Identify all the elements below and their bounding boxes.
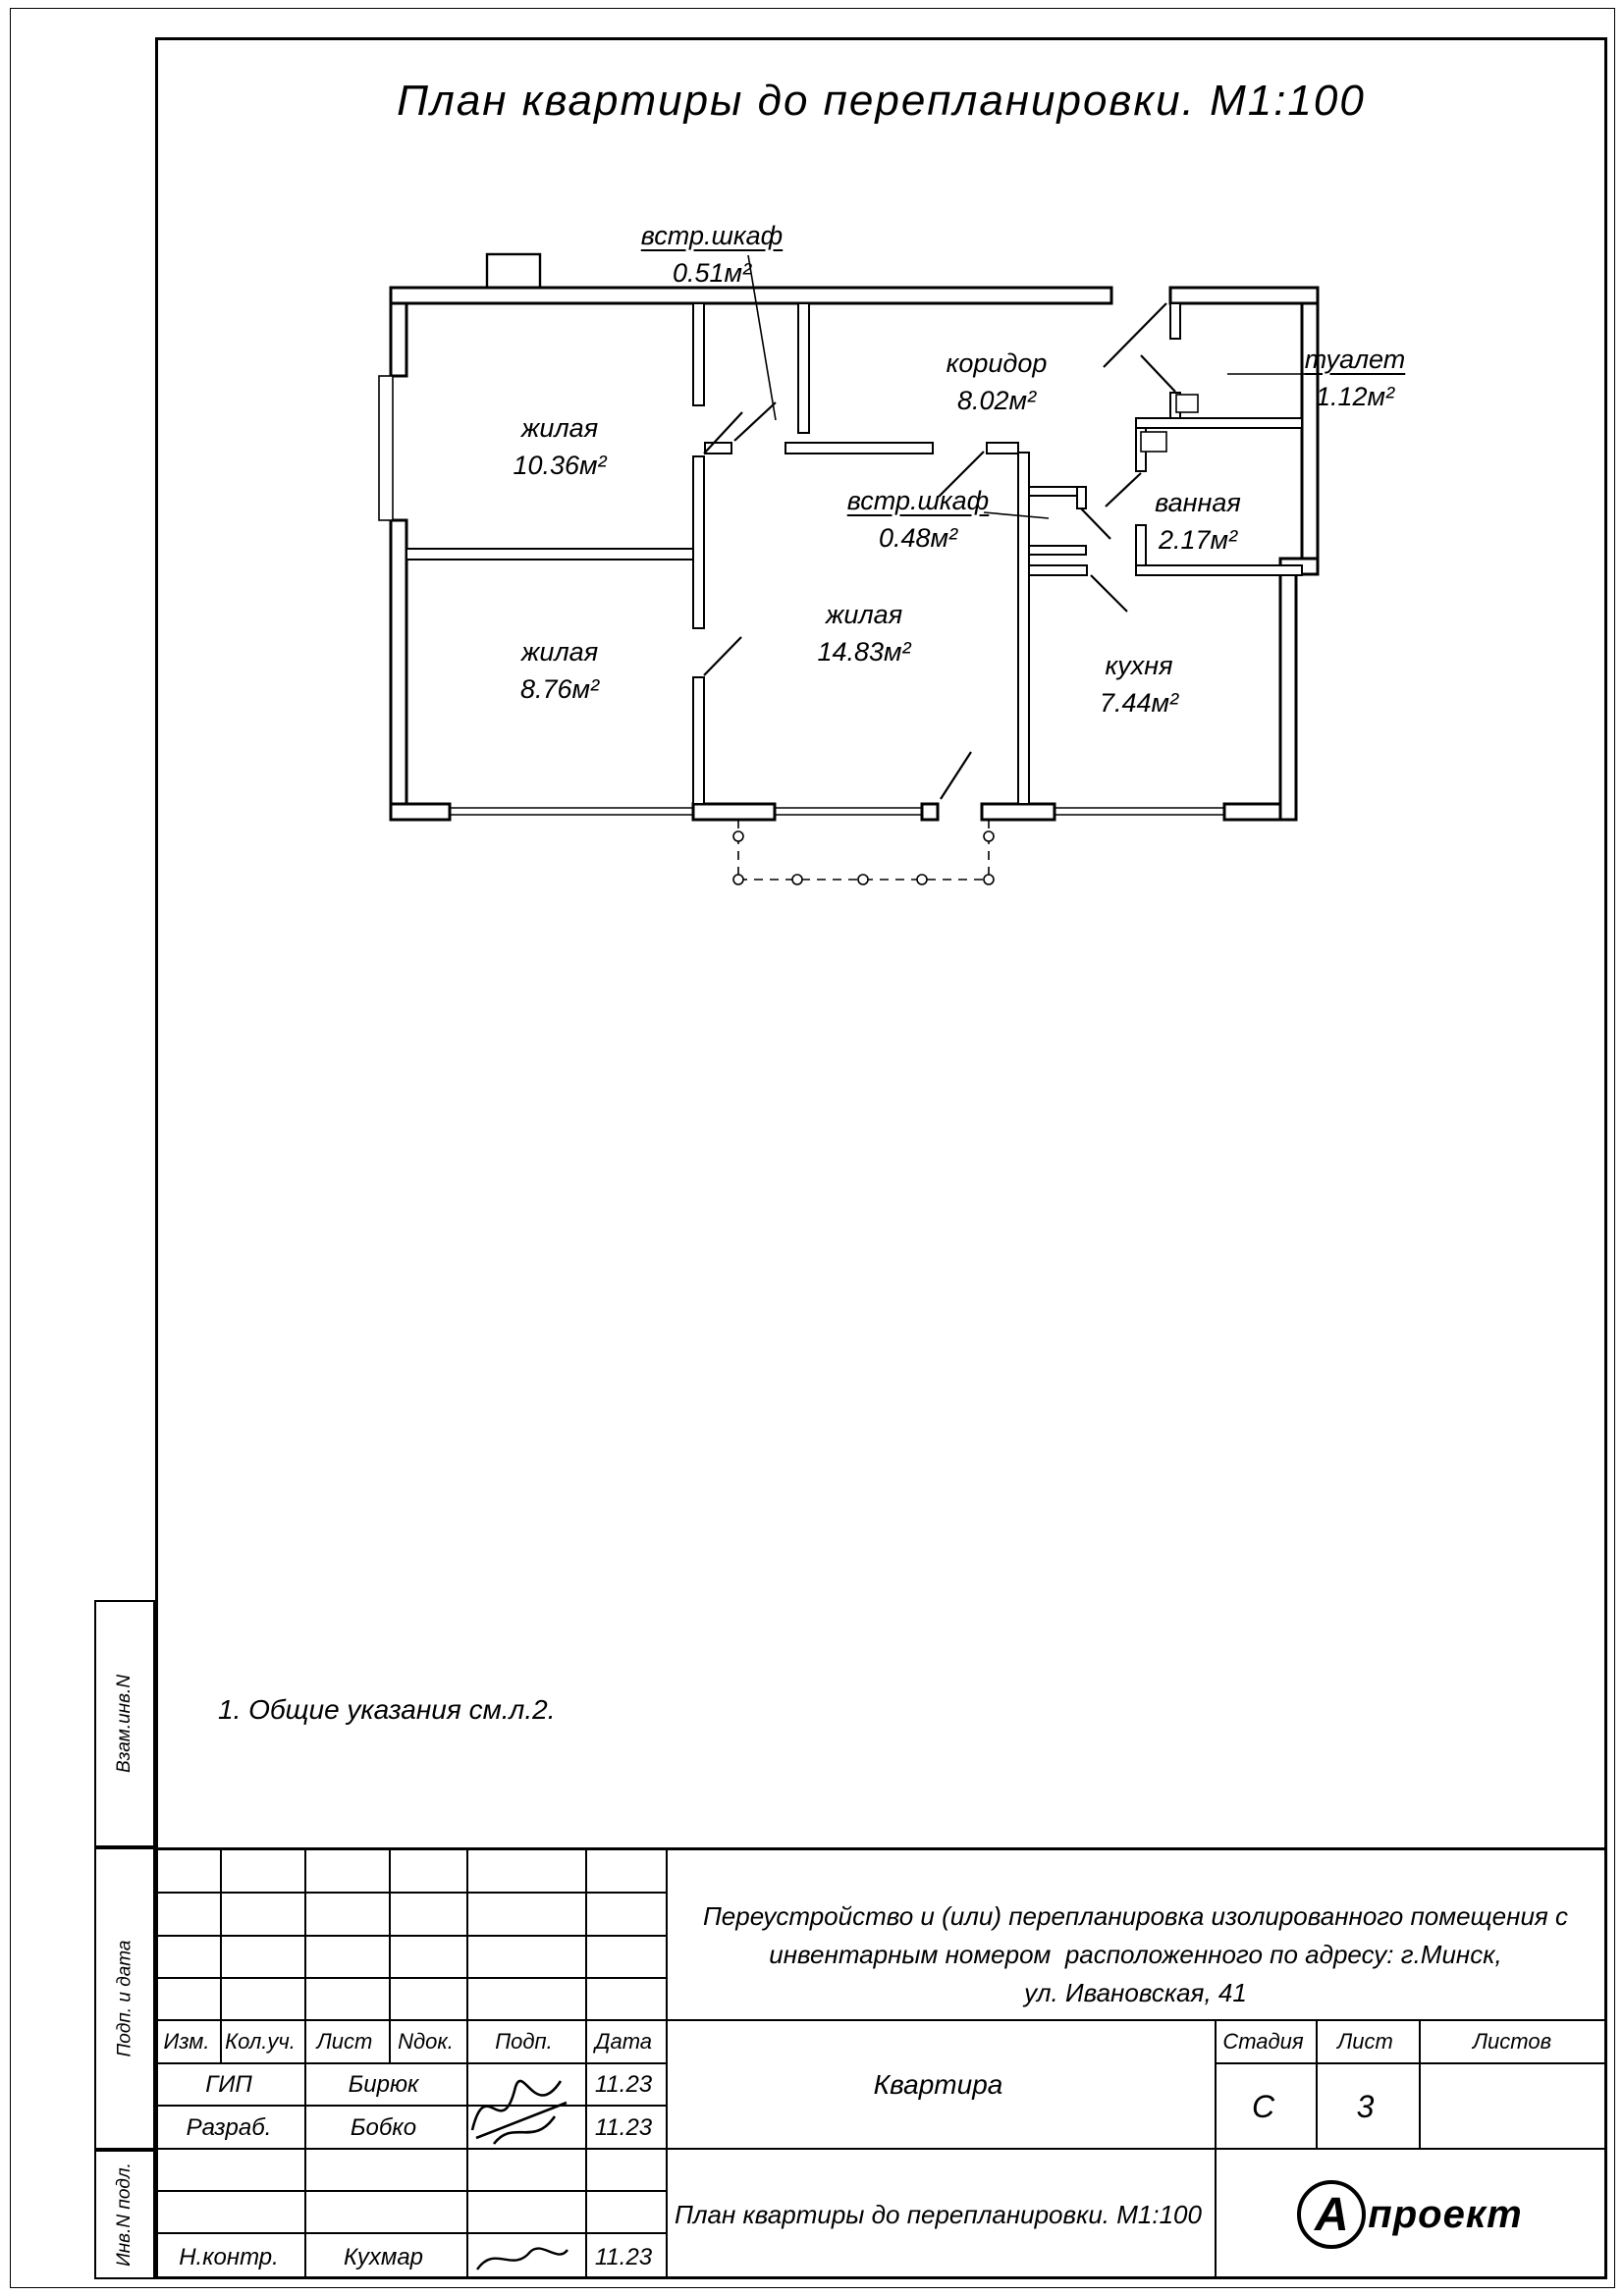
project-description: Переустройство и (или) перепланировка из…	[702, 1901, 1569, 2007]
balcony-railing	[732, 820, 995, 885]
sheet-label: Лист	[1337, 2029, 1393, 2054]
room-label-corridor: коридор 8.02м²	[946, 348, 1048, 415]
outer-border	[10, 8, 1615, 2288]
room-label-closet-048: встр.шкаф 0.48м²	[846, 486, 990, 553]
row-razrab-role: Разраб.	[186, 2114, 272, 2141]
stage-value: С	[1251, 2088, 1275, 2124]
row-nkontr-role: Н.контр.	[179, 2244, 279, 2270]
col-header-list: Лист	[316, 2029, 373, 2054]
col-header-izm: Изм.	[163, 2029, 210, 2054]
sheet-value: 3	[1356, 2088, 1375, 2124]
margin-box-vzam-inv: Взам.инв.N	[94, 1600, 155, 1847]
col-header-koluch: Кол.уч.	[225, 2029, 296, 2054]
room-label-toilet: туалет 1.12м²	[1304, 345, 1406, 411]
room-label-closet-051: встр.шкаф 0.51м²	[640, 221, 784, 288]
row-nkontr-date: 11.23	[594, 2244, 653, 2270]
signature-gip-razrab	[470, 2079, 568, 2145]
margin-box-podp-data: Подп. и дата	[94, 1847, 155, 2150]
margin-box-inv-podl: Инв.N подл.	[94, 2150, 155, 2279]
windows	[378, 375, 1224, 816]
row-nkontr-name: Кухмар	[343, 2244, 424, 2270]
signature-nkontr	[476, 2247, 568, 2270]
room-label-bathroom: ванная 2.17м²	[1155, 488, 1241, 555]
logo-letter-icon: А	[1297, 2180, 1367, 2249]
object-name: Квартира	[873, 2069, 1003, 2100]
room-label-living-1483: жилая 14.83м²	[817, 600, 911, 667]
col-header-ndok: Nдок.	[398, 2029, 454, 2054]
page-title: План квартиры до перепланировки. М1:100	[397, 77, 1366, 125]
interior-walls	[405, 301, 1304, 806]
logo: А проект	[1213, 2150, 1607, 2279]
row-razrab-date: 11.23	[594, 2114, 653, 2141]
title-block	[155, 1847, 1607, 2279]
vent-shafts	[1140, 394, 1199, 453]
exterior-walls	[389, 286, 1320, 822]
row-gip-name: Бирюк	[348, 2071, 419, 2098]
row-razrab-name: Бобко	[350, 2114, 417, 2141]
doc-title: План квартиры до перепланировки. М1:100	[675, 2199, 1202, 2229]
col-header-data: Дата	[594, 2029, 653, 2054]
stage-label: Стадия	[1222, 2029, 1304, 2054]
row-gip-role: ГИП	[205, 2071, 252, 2098]
room-label-living-1036: жилая 10.36м²	[513, 413, 607, 480]
room-label-living-876: жилая 8.76м²	[519, 637, 600, 704]
general-note: 1. Общие указания см.л.2.	[218, 1694, 556, 1725]
row-gip-date: 11.23	[594, 2071, 653, 2098]
sheets-label: Листов	[1472, 2029, 1552, 2054]
title-block-grid	[158, 1850, 1604, 2276]
leader-lines	[747, 254, 1306, 519]
door-leaves	[703, 302, 1176, 800]
room-label-kitchen: кухня 7.44м²	[1099, 651, 1179, 718]
col-header-podp: Подп.	[495, 2029, 553, 2054]
